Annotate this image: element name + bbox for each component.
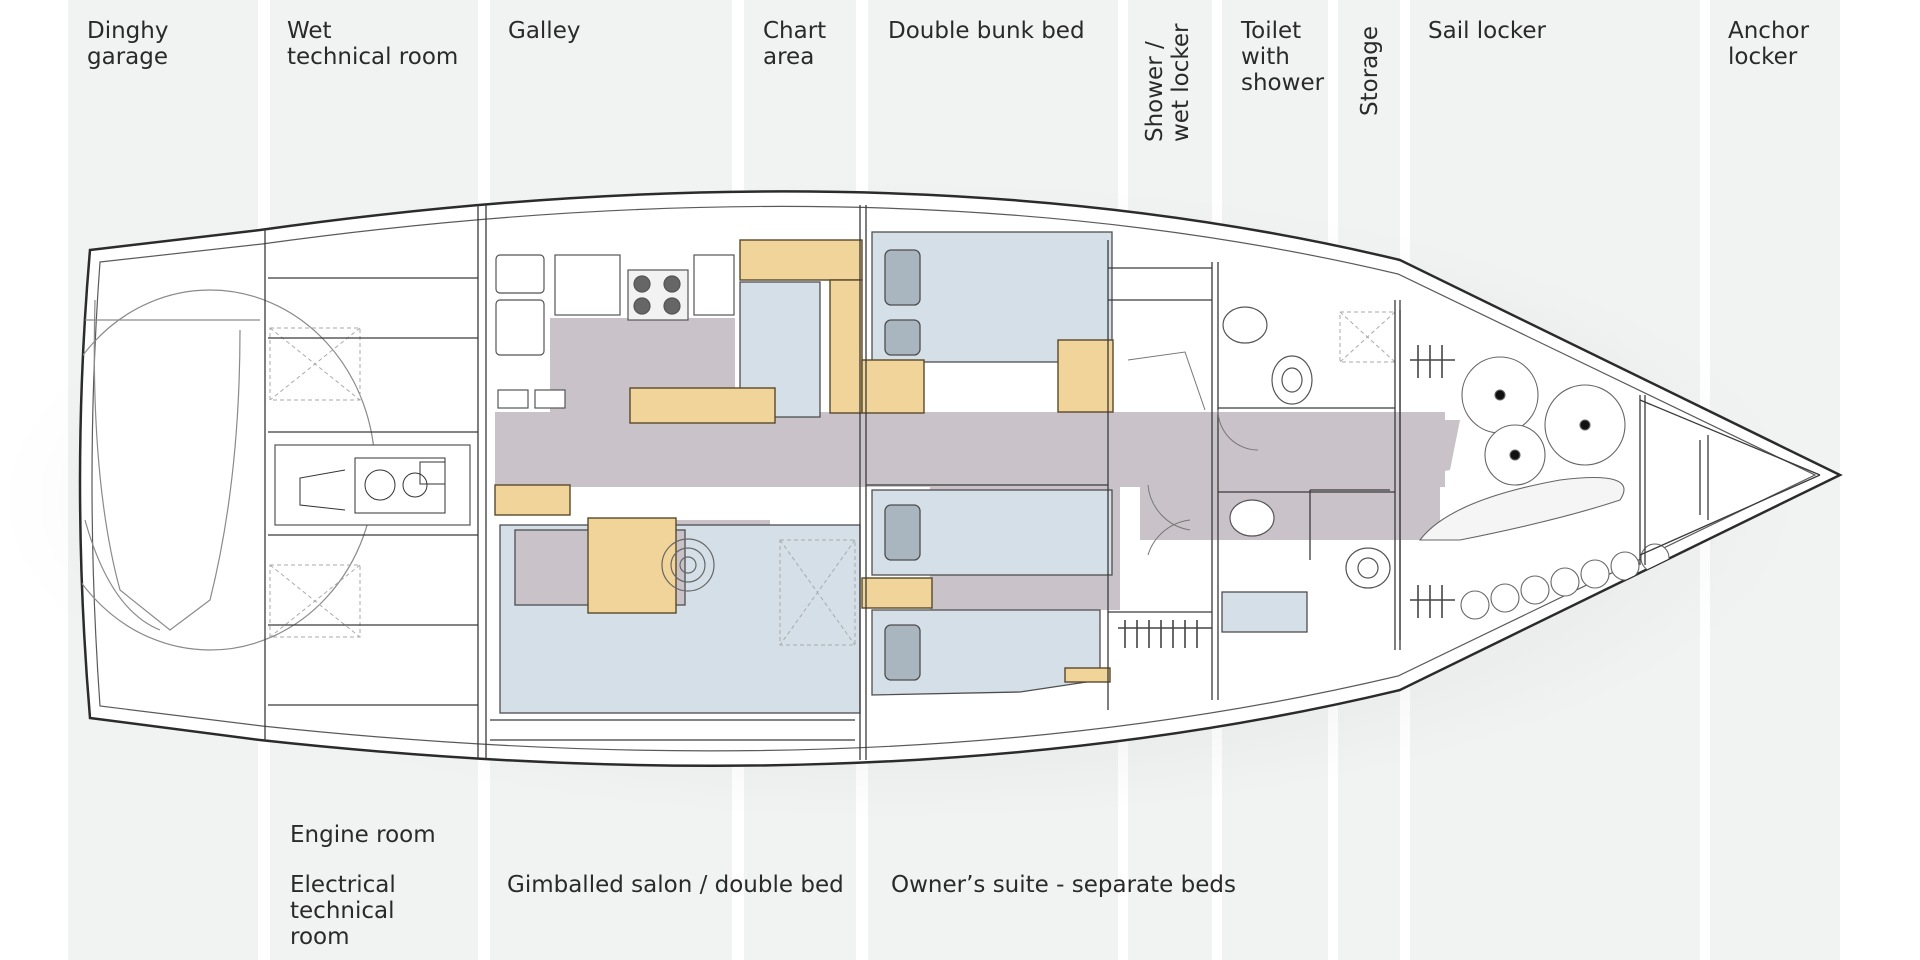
sail-locker-floor xyxy=(1400,420,1460,480)
label-owners-suite: Owner’s suite - separate beds xyxy=(891,872,1236,898)
label-storage: Storage xyxy=(1357,26,1383,116)
engine xyxy=(274,444,471,526)
cabin-step xyxy=(1057,339,1114,413)
hanging-rail xyxy=(1118,345,1455,648)
toilet-seat xyxy=(1221,591,1308,633)
label-electrical-technical-room: Electrical technical room xyxy=(290,872,396,950)
cushions xyxy=(499,231,1308,714)
sail-locker-gear xyxy=(1418,356,1670,620)
label-galley: Galley xyxy=(508,18,581,44)
stove-burner-4 xyxy=(663,297,681,315)
pillow-2 xyxy=(884,319,921,356)
label-gimballed-salon: Gimballed salon / double bed xyxy=(507,872,844,898)
fender-1 xyxy=(1460,590,1490,620)
galley-island xyxy=(629,387,776,424)
tech-hatches xyxy=(269,311,1396,646)
label-double-bunk-bed: Double bunk bed xyxy=(888,18,1085,44)
chart-table-top xyxy=(739,239,863,281)
bunk-step xyxy=(861,359,925,414)
fender-3 xyxy=(1520,575,1550,605)
label-wet-technical-room: Wet technical room xyxy=(287,18,459,70)
galley-fixtures xyxy=(495,254,735,409)
partitions xyxy=(264,205,1821,760)
sink-2 xyxy=(495,299,545,356)
basin-fwd xyxy=(1229,499,1275,537)
pillow-3 xyxy=(884,504,921,561)
pillow-4 xyxy=(884,624,921,681)
door-swings xyxy=(1127,351,1259,556)
fridge xyxy=(693,254,735,316)
drawer-1 xyxy=(497,389,529,409)
chart-table-side xyxy=(829,279,863,414)
toilet-aft-seat xyxy=(1281,367,1303,393)
fender-4 xyxy=(1550,567,1580,597)
label-sail-locker: Sail locker xyxy=(1428,18,1546,44)
fender-6 xyxy=(1610,551,1640,581)
hull-inner-line xyxy=(91,205,1817,752)
salon-table xyxy=(587,517,677,614)
drawer-2 xyxy=(534,389,566,409)
cabin-corner xyxy=(1064,667,1111,683)
label-engine-room: Engine room xyxy=(290,822,436,848)
fender-2 xyxy=(1490,583,1520,613)
coiled-rope xyxy=(1418,477,1625,541)
label-chart-area: Chart area xyxy=(763,18,827,70)
label-shower-wet-locker: Shower / wet locker xyxy=(1142,23,1194,142)
salon-side-shelf xyxy=(494,484,571,516)
mast-column xyxy=(661,538,715,592)
counter-cabinet xyxy=(554,254,621,316)
stove-burner-2 xyxy=(663,275,681,293)
suite-bed xyxy=(871,609,1101,696)
label-dinghy-garage: Dinghy garage xyxy=(87,18,169,70)
label-anchor-locker: Anchor locker xyxy=(1728,18,1810,70)
toilet-fwd-seat xyxy=(1357,557,1379,579)
head-fixtures xyxy=(1222,306,1391,589)
fender-5 xyxy=(1580,559,1610,589)
stove-burner-3 xyxy=(633,297,651,315)
basin-aft xyxy=(1222,306,1268,344)
stove-burner-1 xyxy=(633,275,651,293)
pillow-1 xyxy=(884,249,921,306)
wood-furniture xyxy=(494,239,1114,683)
cabin-sill xyxy=(861,577,933,609)
label-toilet-with-shower: Toilet with shower xyxy=(1241,18,1325,96)
sink-1 xyxy=(495,254,545,294)
